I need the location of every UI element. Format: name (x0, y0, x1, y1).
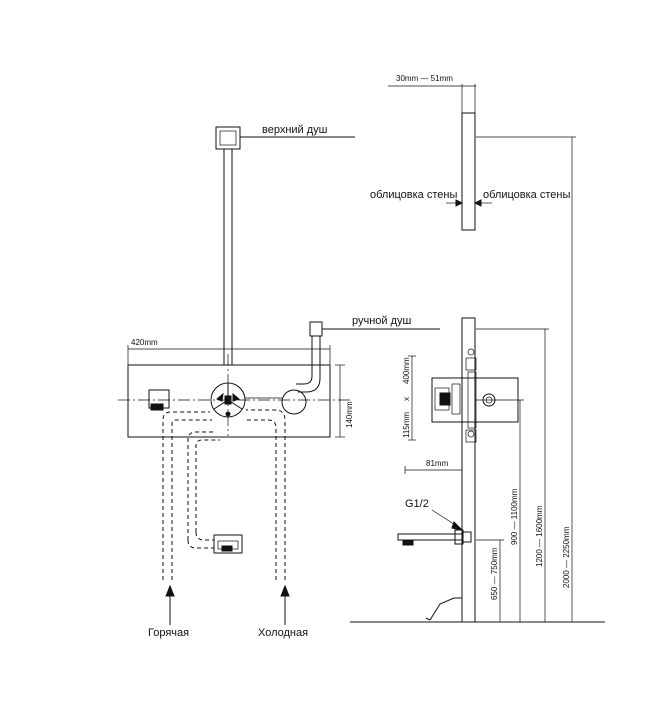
thread-label: G1/2 (405, 498, 429, 510)
cladding-label-right: облицовка стены (483, 189, 570, 201)
cladding-label-left: облицовка стены (370, 189, 457, 201)
hand-shower-label: ручной душ (352, 315, 412, 327)
diverter-dial (281, 389, 307, 415)
wall-segment-top (461, 112, 476, 231)
hand-shower-height-dim: 1200 — 1600mm (535, 505, 544, 567)
wall-thickness-dim: 30mm — 51mm (396, 74, 453, 83)
panel-height-dim: 140mm (345, 401, 354, 428)
box-times-sign: x (402, 397, 411, 401)
box-width-dim: 115mm (402, 412, 411, 438)
spout-side (397, 529, 472, 546)
hot-label: Горячая (148, 627, 189, 639)
spout-front (213, 534, 243, 554)
side-view: 30mm — 51mm облицовка стены облицовка ст… (350, 74, 605, 623)
front-view: верхний душ ручной душ 420mm 140mm (118, 124, 440, 639)
upper-shower-head (215, 126, 241, 150)
spout-height-dim: 650 — 750mm (490, 547, 499, 600)
depth-dim: 81mm (426, 459, 449, 468)
mixer-height-dim: 900 — 1100mm (510, 488, 519, 545)
cold-supply-pipe (244, 409, 286, 580)
upper-shower-height-dim: 2000 — 2250mm (562, 526, 571, 588)
box-height-dim: 400mm (402, 357, 411, 384)
cold-label: Холодная (258, 627, 308, 639)
hot-supply-pipe (162, 411, 220, 580)
mixer-panel (127, 364, 331, 438)
bathtub-edge (429, 597, 462, 621)
upper-shower-label: верхний душ (262, 124, 328, 136)
wall-segment-bottom (461, 317, 476, 623)
hand-shower-outlet (309, 321, 323, 337)
mixer-dial (210, 382, 246, 418)
panel-width-dim: 420mm (131, 338, 158, 347)
